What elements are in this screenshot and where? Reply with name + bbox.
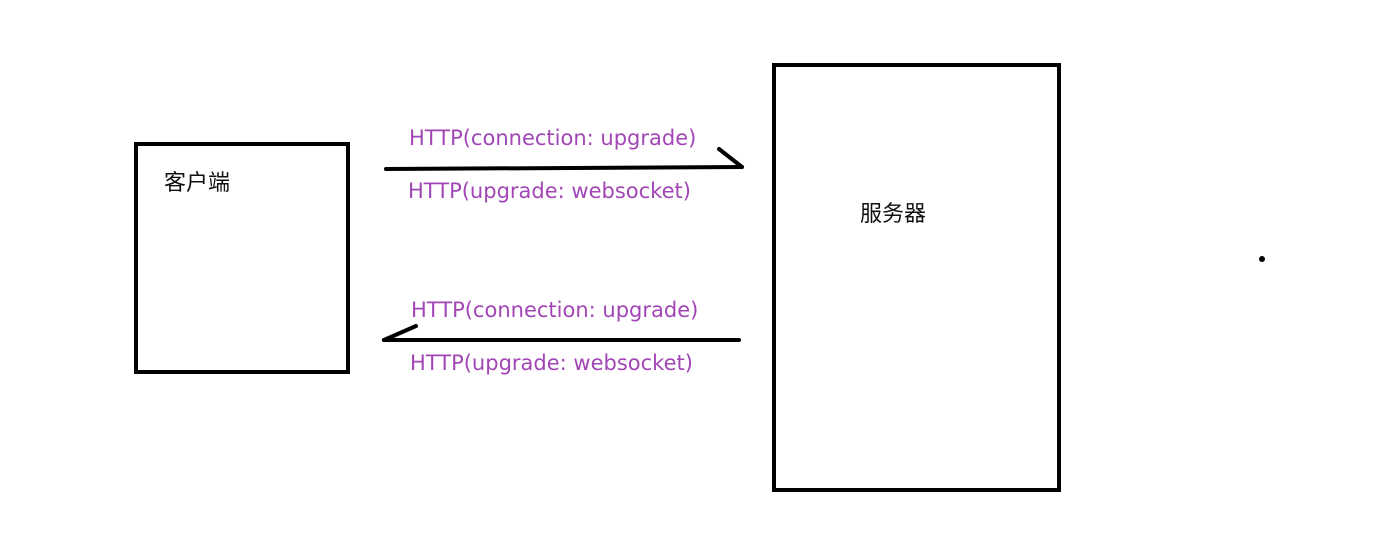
server-box [772,63,1061,492]
response-arrow [382,324,741,342]
stray-dot [1259,256,1265,262]
server-label: 服务器 [860,202,927,227]
request-message-line2: HTTP(upgrade: websocket) [408,179,691,203]
request-message-line1: HTTP(connection: upgrade) [409,126,697,150]
client-label: 客户端 [164,171,231,196]
client-box [134,142,350,374]
request-arrow [384,147,744,171]
response-message-line2: HTTP(upgrade: websocket) [410,351,693,375]
request-arrowhead [717,147,744,169]
request-arrow-shaft [384,165,744,171]
response-message-line1: HTTP(connection: upgrade) [411,298,699,322]
response-arrowhead [382,324,418,342]
